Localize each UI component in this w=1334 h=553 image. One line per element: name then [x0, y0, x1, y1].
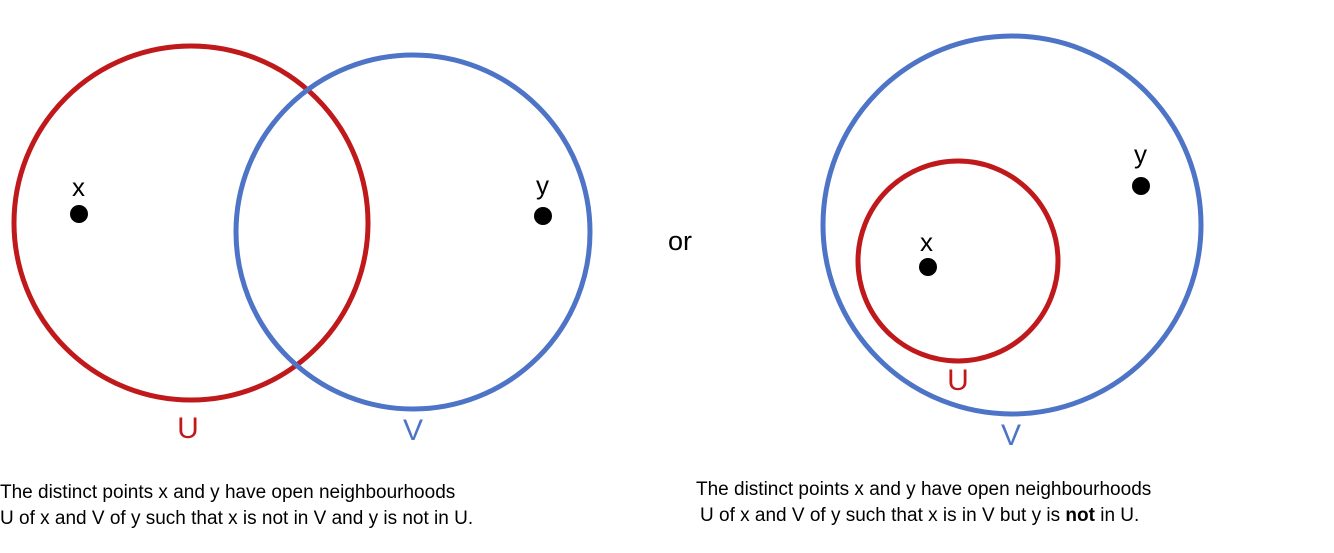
left-caption-line2: U of x and V of y such that x is not in … — [0, 508, 474, 529]
right-point-x-label: x — [920, 227, 933, 257]
left-point-x-label: x — [72, 172, 85, 202]
right-caption-line1: The distinct points x and y have open ne… — [696, 479, 1152, 500]
right-set-v-label: V — [1001, 419, 1021, 452]
right-caption-line2: U of x and V of y such that x is in V bu… — [696, 503, 1151, 529]
left-diagram: x y U V — [11, 43, 593, 447]
right-caption-line2-end: in U. — [1094, 505, 1140, 526]
right-diagram: x y U V — [820, 33, 1204, 452]
separator-or: or — [668, 226, 692, 256]
right-caption-line2-start: U of x and V of y such that x is in V bu… — [700, 505, 1066, 526]
left-point-x-dot — [70, 205, 88, 223]
right-caption: The distinct points x and y have open ne… — [696, 477, 1151, 529]
right-point-y-dot — [1132, 177, 1150, 195]
left-set-v-label: V — [403, 414, 423, 447]
right-caption-emphasis-not: not — [1065, 505, 1095, 526]
left-caption: The distinct points x and y have open ne… — [0, 480, 473, 532]
left-point-y-dot — [534, 207, 552, 225]
left-point-y-label: y — [536, 170, 549, 200]
right-point-y-label: y — [1134, 139, 1147, 169]
right-neighbourhood-u-circle — [855, 158, 1061, 364]
right-set-u-label: U — [947, 364, 969, 397]
right-neighbourhood-v-circle — [820, 33, 1204, 417]
left-neighbourhood-v-circle — [233, 52, 593, 412]
left-caption-line1: The distinct points x and y have open ne… — [0, 482, 456, 503]
right-point-x-dot — [919, 258, 937, 276]
left-set-u-label: U — [177, 412, 199, 445]
left-neighbourhood-u-circle — [11, 43, 371, 403]
